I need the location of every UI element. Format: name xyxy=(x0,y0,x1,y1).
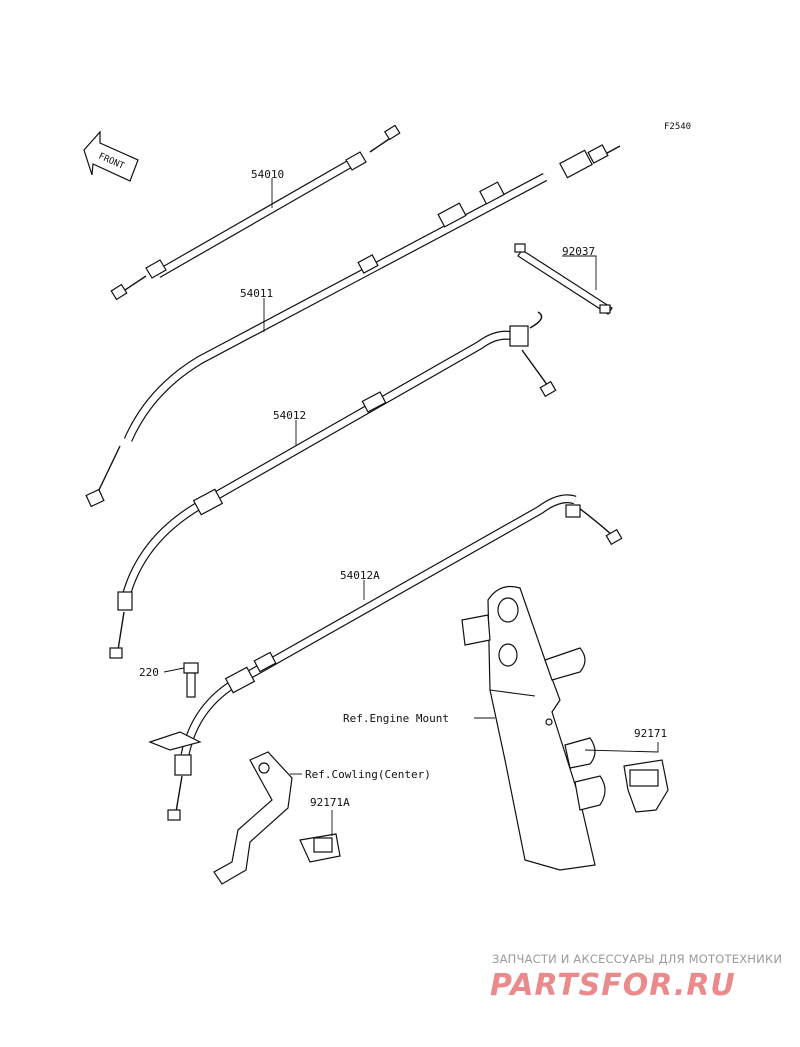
cable-54010 xyxy=(110,124,401,301)
cowling-bracket xyxy=(213,751,302,885)
bolt-220 xyxy=(163,662,199,698)
label-54012A: 54012A xyxy=(340,569,380,582)
cable-54011 xyxy=(85,144,621,508)
watermark-brand: PARTSFOR.RU xyxy=(490,968,736,1003)
label-54010: 54010 xyxy=(251,168,284,181)
label-54012: 54012 xyxy=(273,409,306,422)
label-220: 220 xyxy=(139,666,159,679)
figure-code: F2540 xyxy=(664,122,691,132)
label-54011: 54011 xyxy=(240,287,273,300)
cable-54012A xyxy=(148,494,623,821)
clamp-92171 xyxy=(584,742,669,813)
label-92171: 92171 xyxy=(634,727,667,740)
clamp-92171A xyxy=(299,810,341,863)
cable-54012 xyxy=(109,311,557,659)
engine-mount xyxy=(461,585,606,871)
label-ref-engine-mount: Ref.Engine Mount xyxy=(343,712,449,725)
watermark-tagline: ЗАПЧАСТИ И АКСЕССУАРЫ ДЛЯ МОТОТЕХНИКИ xyxy=(492,952,782,966)
label-92037: 92037 xyxy=(562,245,595,258)
rod-92037 xyxy=(514,243,613,315)
label-92171A: 92171A xyxy=(310,796,350,809)
label-ref-cowling: Ref.Cowling(Center) xyxy=(305,768,431,781)
front-arrow-icon: FRONT xyxy=(83,130,139,182)
